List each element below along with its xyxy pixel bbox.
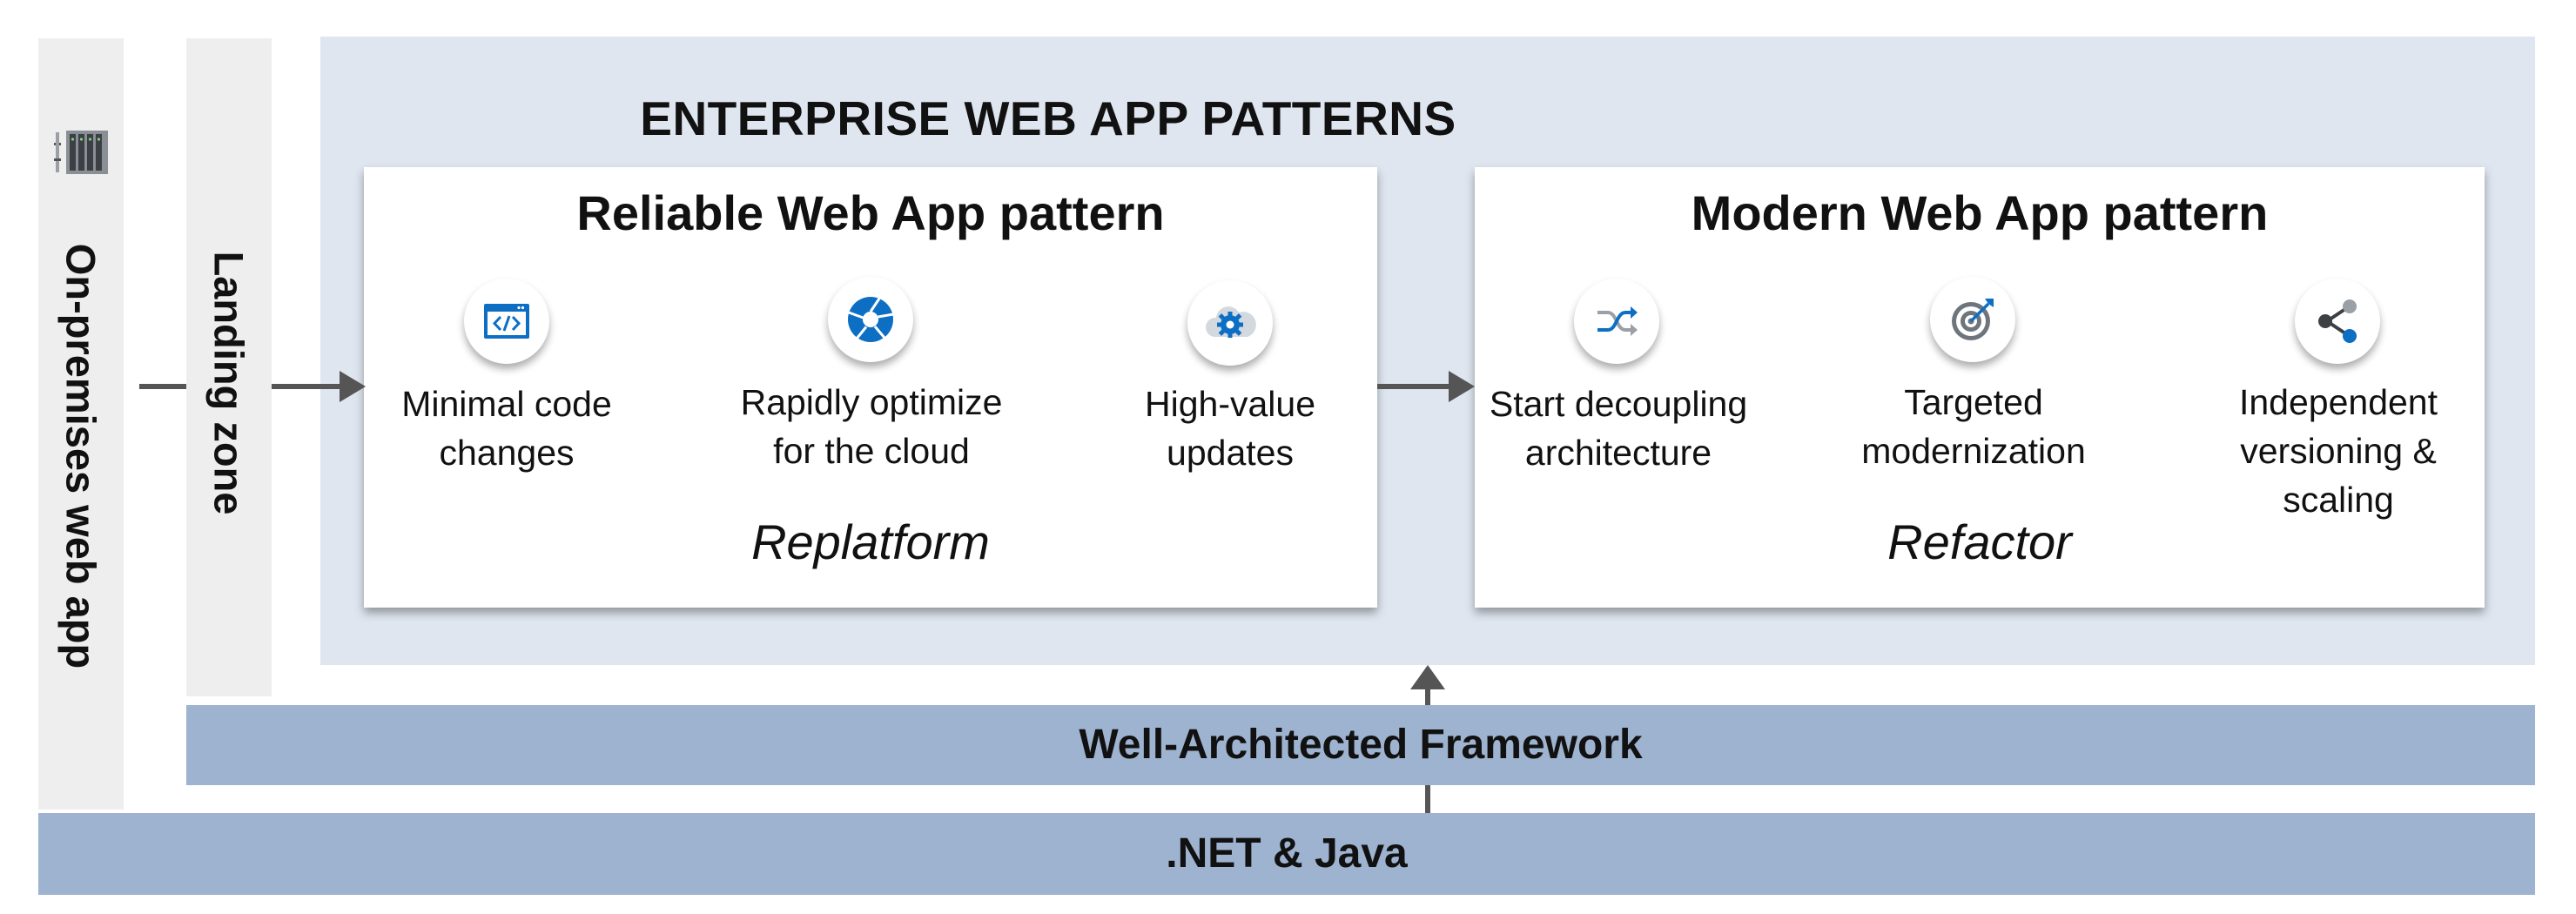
feature-targeted-modernization: Targeted modernization: [1840, 378, 2107, 475]
modern-title: Modern Web App pattern: [1691, 185, 2269, 240]
feature-minimal-code-changes: Minimal code changes: [376, 380, 637, 477]
arrow-reliable-to-modern: [1377, 371, 1475, 402]
share-nodes-icon: [2318, 299, 2357, 343]
feature-line: updates: [1167, 433, 1294, 473]
feature-line: Independent: [2238, 382, 2438, 422]
feature-line: for the cloud: [773, 431, 970, 471]
feature-line: Minimal code: [401, 384, 612, 424]
well-architected-framework-band: Well-Architected Framework: [186, 705, 2535, 785]
server-rack-icon: [54, 131, 108, 174]
feature-line: architecture: [1524, 433, 1712, 473]
shuffle-arrows-icon: [1597, 306, 1638, 336]
enterprise-patterns-container: ENTERPRISE WEB APP PATTERNS Reliable Web…: [320, 37, 2535, 665]
feature-icon-wrap: [828, 277, 913, 362]
feature-line: versioning &: [2240, 431, 2437, 471]
feature-icon-wrap: [1187, 280, 1273, 366]
code-window-icon: [484, 304, 529, 339]
feature-line: Targeted: [1904, 382, 2043, 422]
feature-icon-wrap: [2295, 279, 2380, 364]
feature-high-value-updates: High-value updates: [1095, 380, 1365, 477]
arrow-framework-up: [1410, 665, 1445, 705]
cloud-gear-icon: [1205, 306, 1256, 338]
enterprise-title: ENTERPRISE WEB APP PATTERNS: [640, 91, 1456, 145]
reliable-approach: Replatform: [751, 514, 990, 569]
feature-independent-versioning: Independent versioning & scaling: [2216, 378, 2460, 524]
reliable-title: Reliable Web App pattern: [576, 185, 1165, 240]
feature-line: High-value: [1145, 384, 1315, 424]
landing-zone-bar: Landing zone: [186, 38, 272, 696]
feature-rapidly-optimize: Rapidly optimize for the cloud: [723, 378, 1019, 475]
feature-icon-wrap: [1930, 277, 2015, 362]
feature-start-decoupling: Start decoupling architecture: [1480, 380, 1757, 477]
framework-label: Well-Architected Framework: [1079, 722, 1643, 768]
feature-line: scaling: [2283, 480, 2394, 520]
feature-line: Start decoupling: [1489, 384, 1748, 424]
camera-aperture-icon: [848, 297, 894, 342]
feature-line: modernization: [1861, 431, 2086, 471]
platform-band: .NET & Java: [38, 813, 2535, 895]
feature-icon-wrap: [1574, 279, 1659, 364]
modern-web-app-panel: Modern Web App pattern Start decoupling …: [1475, 167, 2485, 608]
feature-line: changes: [439, 433, 575, 473]
target-icon: [1952, 299, 1994, 340]
reliable-web-app-panel: Reliable Web App pattern Minimal code ch…: [364, 167, 1377, 608]
feature-icon-wrap: [464, 279, 549, 364]
arrow-landing-to-reliable: [272, 371, 366, 402]
modern-approach: Refactor: [1887, 514, 2072, 569]
platform-label: .NET & Java: [1166, 830, 1408, 877]
feature-line: Rapidly optimize: [740, 382, 1003, 422]
